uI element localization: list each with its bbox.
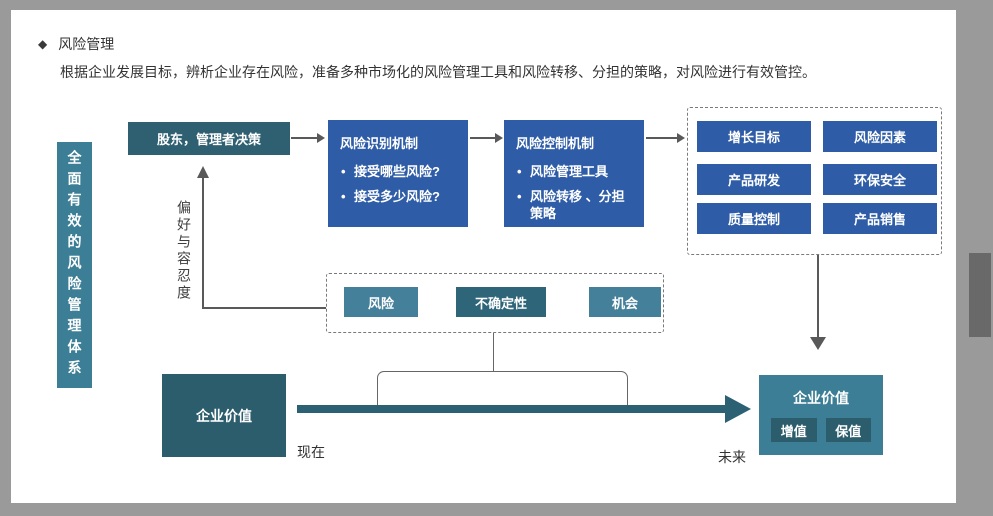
target-box-sales: 产品销售 — [823, 203, 937, 234]
section-subtitle: 根据企业发展目标，辨析企业存在风险，准备多种市场化的风险管理工具和风险转移、分担… — [60, 64, 816, 80]
risk-control-box: 风险控制机制 风险管理工具 风险转移 、分担策略 — [504, 120, 644, 227]
now-label: 现在 — [297, 444, 325, 460]
target-box-environment: 环保安全 — [823, 164, 937, 195]
scrollbar-thumb[interactable] — [969, 253, 991, 337]
connector-factors-to-bracket — [493, 333, 494, 371]
arrow-line-control-to-targets — [646, 137, 677, 139]
arrowhead-control-to-targets — [677, 133, 685, 143]
enterprise-value-future-box: 企业价值 增值 保值 — [759, 375, 883, 455]
value-tag-preserve: 保值 — [825, 418, 871, 442]
factor-box-opportunity: 机会 — [589, 287, 661, 317]
arrow-line-decision-to-identify — [291, 137, 317, 139]
arrowhead-decision-to-identify — [317, 133, 325, 143]
diamond-bullet-icon: ◆ — [38, 37, 48, 51]
future-label: 未来 — [718, 449, 746, 465]
arrow-line-identify-to-control — [470, 137, 495, 139]
timeline-arrowhead — [725, 395, 751, 423]
arrowhead-targets-to-value — [810, 337, 826, 350]
risk-control-title: 风险控制机制 — [516, 136, 595, 151]
slide-page: ◆ 风险管理 根据企业发展目标，辨析企业存在风险，准备多种市场化的风险管理工具和… — [11, 10, 956, 503]
value-tags: 增值 保值 — [771, 418, 871, 442]
section-header: ◆ 风险管理 — [38, 36, 114, 52]
factor-box-risk: 风险 — [344, 287, 418, 317]
decision-box: 股东，管理者决策 — [128, 122, 290, 155]
target-box-growth: 增长目标 — [697, 121, 811, 152]
factor-box-uncertainty: 不确定性 — [456, 287, 546, 317]
preference-label: 偏好与容忍度 — [174, 200, 194, 312]
arrow-line-targets-to-value — [817, 255, 819, 337]
target-box-rnd: 产品研发 — [697, 164, 811, 195]
preference-label-text: 偏好与容忍度 — [176, 200, 192, 302]
business-targets-group: 增长目标 风险因素 产品研发 环保安全 质量控制 产品销售 — [687, 107, 942, 255]
risk-control-bullet: 风险转移 、分担策略 — [516, 188, 632, 223]
arrowhead-preference-up — [197, 166, 209, 178]
risk-identify-bullet: 接受多少风险? — [340, 188, 456, 206]
enterprise-value-future-title: 企业价值 — [793, 390, 849, 406]
target-box-quality: 质量控制 — [697, 203, 811, 234]
risk-control-bullet: 风险管理工具 — [516, 163, 632, 181]
enterprise-value-now-box: 企业价值 — [162, 374, 286, 457]
value-tag-appreciate: 增值 — [771, 418, 817, 442]
risk-identify-title: 风险识别机制 — [340, 136, 419, 151]
arrowhead-identify-to-control — [495, 133, 503, 143]
section-title: 风险管理 — [58, 36, 115, 52]
arrow-line-preference-horizontal — [202, 307, 326, 309]
risk-identify-bullet: 接受哪些风险? — [340, 163, 456, 181]
risk-identify-box: 风险识别机制 接受哪些风险? 接受多少风险? — [328, 120, 468, 227]
arrow-line-preference-vertical — [202, 178, 204, 309]
system-label: 全面有效的风险管理体系 — [66, 149, 83, 381]
target-box-risk-factors: 风险因素 — [823, 121, 937, 152]
system-label-bar: 全面有效的风险管理体系 — [57, 142, 92, 388]
timeline-arrow-shaft — [297, 405, 725, 413]
risk-identify-list: 接受哪些风险? 接受多少风险? — [340, 163, 456, 205]
risk-factors-group: 风险 不确定性 机会 — [326, 273, 664, 333]
bracket-over-timeline — [377, 371, 628, 405]
risk-control-list: 风险管理工具 风险转移 、分担策略 — [516, 163, 632, 223]
